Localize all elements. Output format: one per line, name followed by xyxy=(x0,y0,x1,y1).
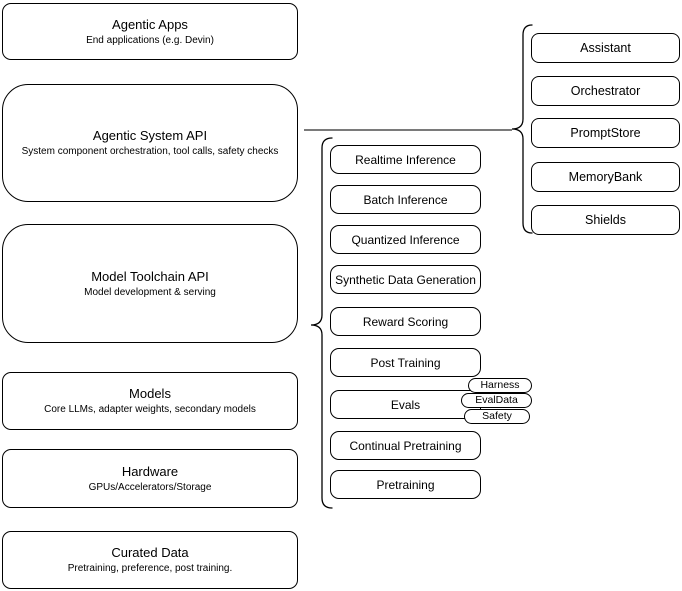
components-group-brace xyxy=(511,24,533,234)
toolchain-group-brace xyxy=(310,137,333,509)
node-shields: Shields xyxy=(531,205,680,235)
node-synthetic-data-generation: Synthetic Data Generation xyxy=(330,265,481,294)
node-label: Evals xyxy=(390,397,421,412)
node-subtitle: End applications (e.g. Devin) xyxy=(86,34,214,46)
node-models: Models Core LLMs, adapter weights, secon… xyxy=(2,372,298,430)
badge-evaldata: EvalData xyxy=(461,393,532,408)
node-post-training: Post Training xyxy=(330,348,481,377)
node-model-toolchain-api: Model Toolchain API Model development & … xyxy=(2,224,298,343)
node-label: PromptStore xyxy=(570,126,641,140)
node-title: Models xyxy=(129,386,171,401)
node-label: Orchestrator xyxy=(570,84,641,98)
badge-label: Safety xyxy=(482,410,512,422)
node-agentic-apps: Agentic Apps End applications (e.g. Devi… xyxy=(2,3,298,60)
node-label: Pretraining xyxy=(376,477,435,492)
node-promptstore: PromptStore xyxy=(531,118,680,148)
node-label: Batch Inference xyxy=(363,192,448,207)
node-reward-scoring: Reward Scoring xyxy=(330,307,481,336)
node-assistant: Assistant xyxy=(531,33,680,63)
node-pretraining: Pretraining xyxy=(330,470,481,499)
node-title: Curated Data xyxy=(111,545,189,560)
node-subtitle: Pretraining, preference, post training. xyxy=(67,563,233,574)
node-agentic-system-api: Agentic System API System component orch… xyxy=(2,84,298,202)
node-quantized-inference: Quantized Inference xyxy=(330,225,481,254)
node-curated-data: Curated Data Pretraining, preference, po… xyxy=(2,531,298,589)
node-label: Synthetic Data Generation xyxy=(335,272,476,287)
node-batch-inference: Batch Inference xyxy=(330,185,481,214)
node-memorybank: MemoryBank xyxy=(531,162,680,192)
node-subtitle: Core LLMs, adapter weights, secondary mo… xyxy=(44,404,256,415)
node-title: Hardware xyxy=(121,463,179,479)
badge-label: EvalData xyxy=(475,394,518,406)
node-title: Agentic Apps xyxy=(112,16,188,32)
node-subtitle: Model development & serving xyxy=(84,286,216,298)
node-label: Assistant xyxy=(580,41,631,55)
node-hardware: Hardware GPUs/Accelerators/Storage xyxy=(2,449,298,508)
node-label: MemoryBank xyxy=(568,170,643,184)
node-evals: Evals xyxy=(330,390,481,419)
node-realtime-inference: Realtime Inference xyxy=(330,145,481,174)
node-subtitle: System component orchestration, tool cal… xyxy=(21,146,279,157)
badge-safety: Safety xyxy=(464,409,530,424)
node-title: Model Toolchain API xyxy=(91,268,209,284)
badge-harness: Harness xyxy=(468,378,532,393)
badge-label: Harness xyxy=(480,379,520,391)
node-label: Post Training xyxy=(370,355,441,370)
node-label: Realtime Inference xyxy=(355,152,456,167)
node-label: Continual Pretraining xyxy=(349,438,462,453)
node-label: Reward Scoring xyxy=(362,314,449,329)
node-subtitle: GPUs/Accelerators/Storage xyxy=(88,481,212,493)
node-label: Shields xyxy=(585,213,626,227)
node-continual-pretraining: Continual Pretraining xyxy=(330,431,481,460)
node-title: Agentic System API xyxy=(92,128,208,143)
node-orchestrator: Orchestrator xyxy=(531,76,680,106)
node-label: Quantized Inference xyxy=(351,232,460,247)
